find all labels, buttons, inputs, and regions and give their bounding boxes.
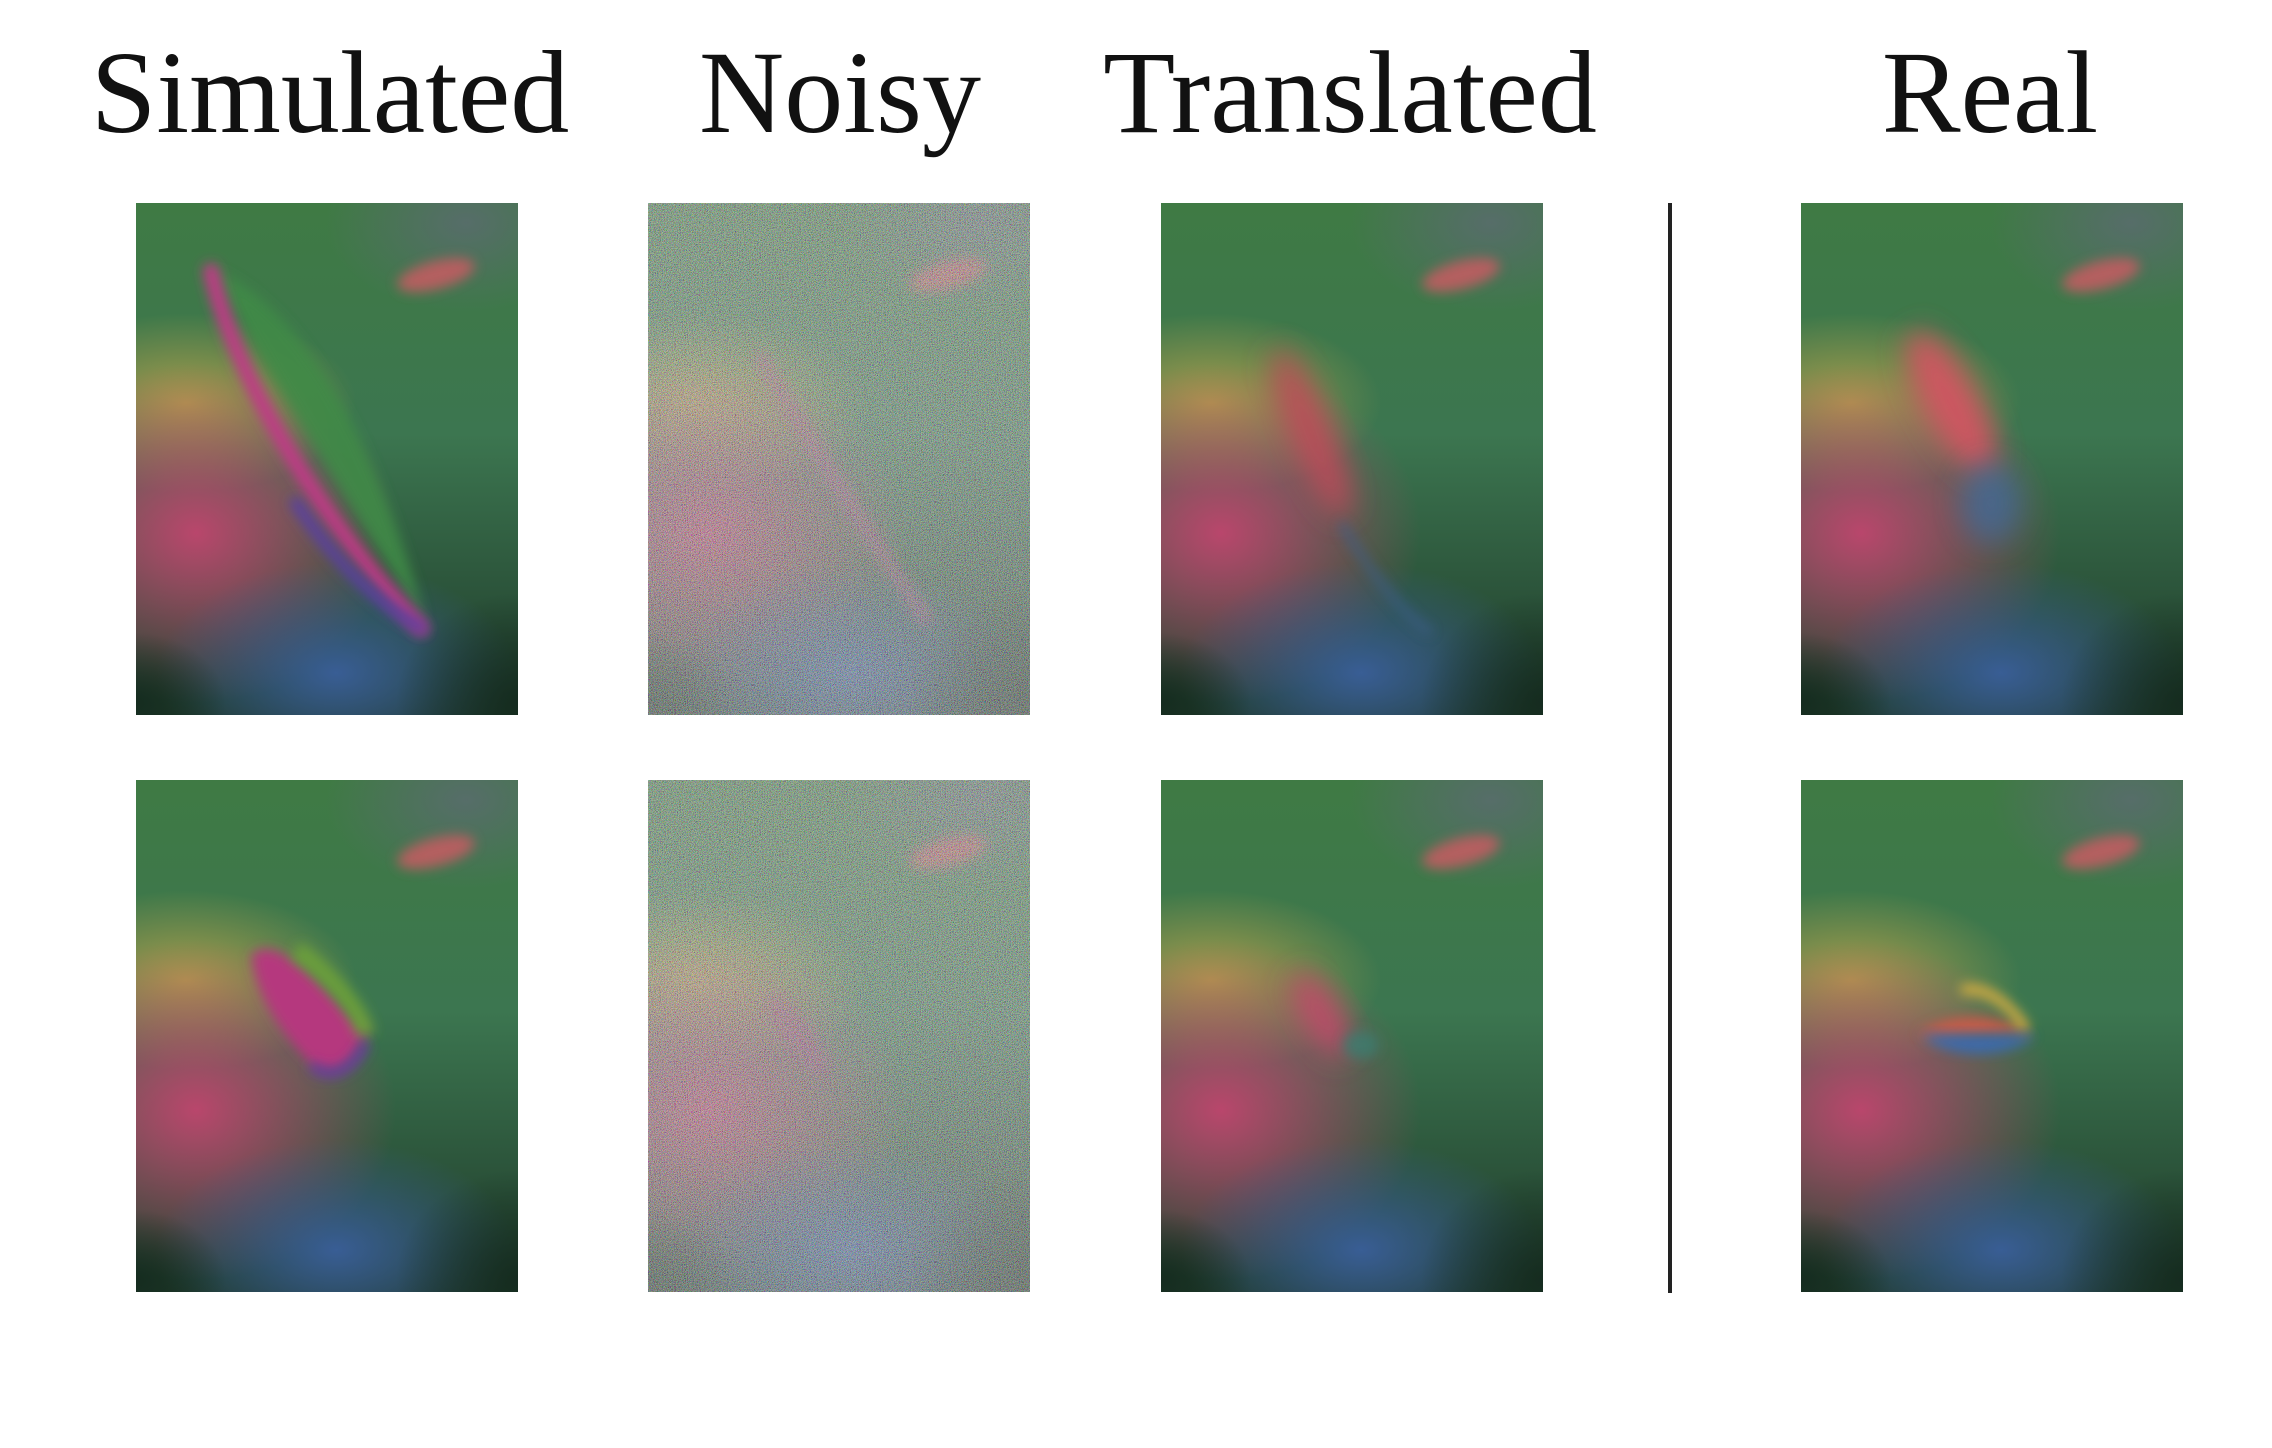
real-image-row-2	[1801, 780, 2183, 1292]
noisy-image-row-1	[648, 203, 1030, 715]
translated-image-row-2	[1161, 780, 1543, 1292]
noisy-image-row-2	[648, 780, 1030, 1292]
translated-image-row-1	[1161, 203, 1543, 715]
column-title-real: Real	[1881, 27, 2099, 158]
simulated-image-row-2	[136, 780, 518, 1292]
simulated-image-row-1	[136, 203, 518, 715]
column-title-translated: Translated	[1103, 27, 1597, 158]
real-image-row-1	[1801, 203, 2183, 715]
column-title-noisy: Noisy	[699, 27, 981, 158]
column-divider	[1668, 203, 1672, 1293]
column-title-simulated: Simulated	[90, 27, 570, 158]
